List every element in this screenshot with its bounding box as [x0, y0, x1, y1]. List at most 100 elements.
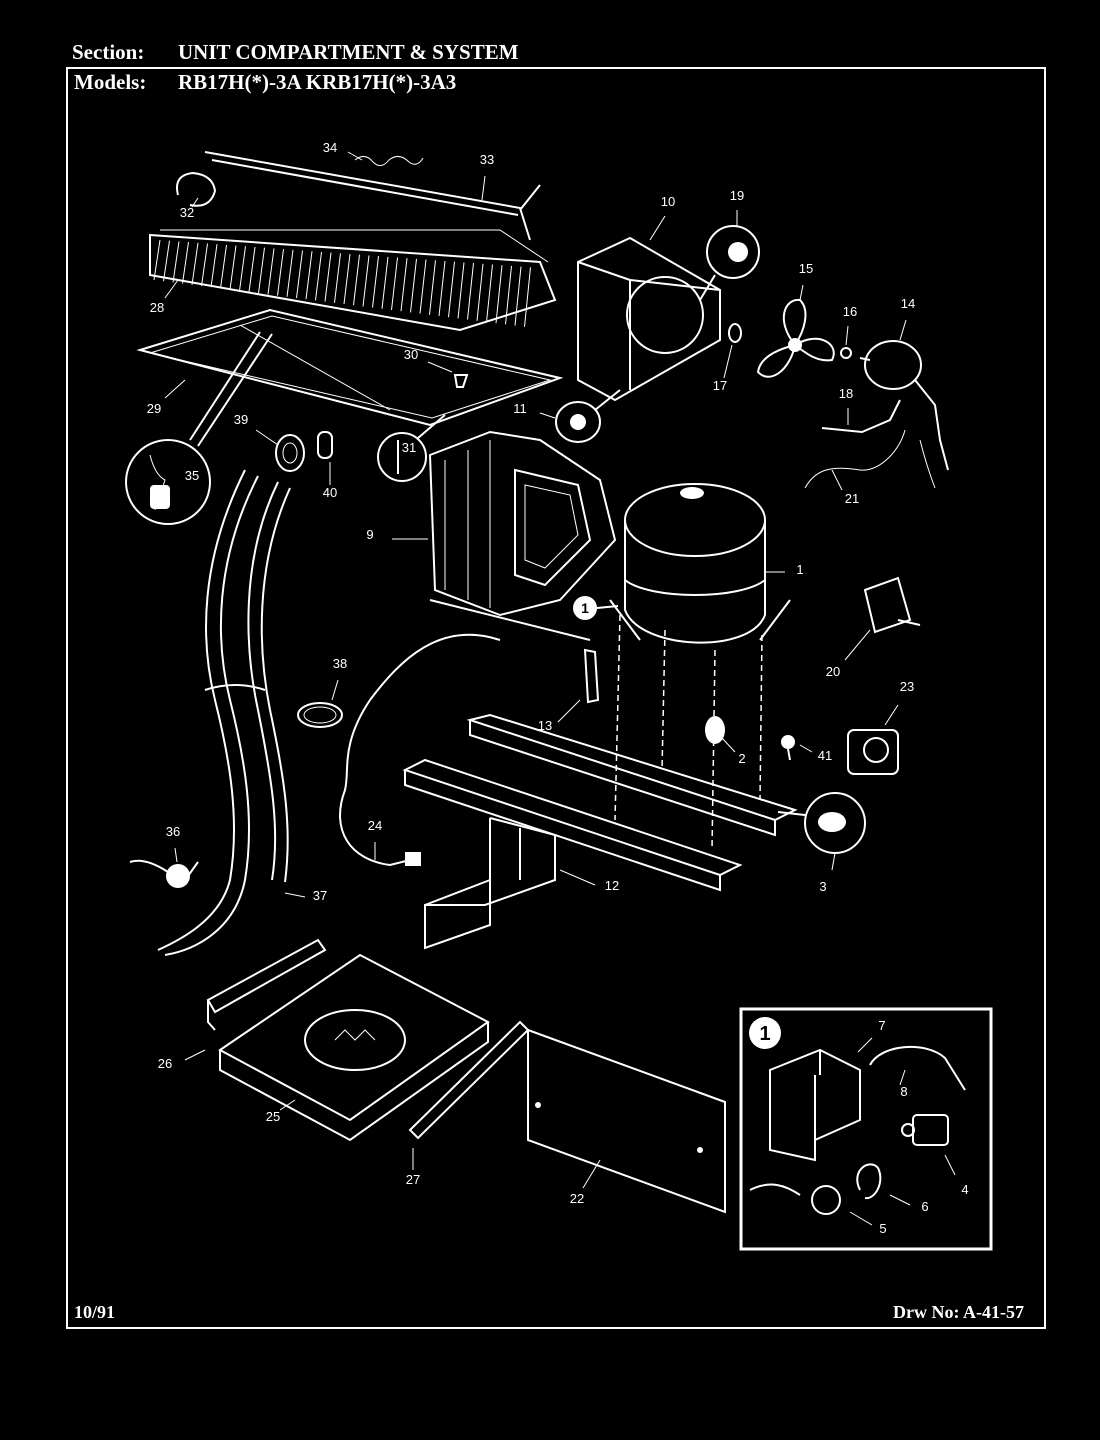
part-21-harness — [804, 429, 906, 489]
callout-19: 19 — [730, 188, 744, 203]
callout-25: 25 — [266, 1109, 280, 1124]
callout-29: 29 — [147, 401, 161, 416]
part-9-shroud — [428, 430, 617, 641]
part-26-pan-rail — [206, 938, 327, 1031]
callout-26: 26 — [158, 1056, 172, 1071]
part-20-relay — [863, 576, 921, 634]
callout-33-leader — [481, 175, 486, 201]
callout-labels: 1239101112131415161718192021222324252627… — [147, 140, 969, 1236]
callout-34-leader — [347, 151, 363, 161]
callout-41: 41 — [818, 748, 832, 763]
inset-callout-7-leader — [857, 1037, 873, 1053]
part-41-screw — [781, 735, 795, 761]
callout-24: 24 — [368, 818, 382, 833]
callout-30: 30 — [404, 347, 418, 362]
callout-26-leader — [184, 1049, 206, 1061]
callout-23: 23 — [900, 679, 914, 694]
callout-10: 10 — [661, 194, 675, 209]
callout-3: 3 — [819, 879, 826, 894]
drawing-frame — [66, 67, 1046, 1329]
callout-28-leader — [164, 279, 179, 299]
callout-39: 39 — [234, 412, 248, 427]
part-17-clip — [728, 323, 742, 343]
callout-22-leader — [582, 1159, 601, 1189]
mounting-rails — [402, 713, 798, 892]
inset-callout-4-leader — [944, 1154, 956, 1176]
svg-text:1: 1 — [759, 1023, 770, 1045]
callout-25-leader — [279, 1099, 296, 1111]
callout-13-leader — [557, 699, 581, 723]
inset-callout-6-leader — [889, 1194, 911, 1206]
inset-callout-8: 8 — [900, 1084, 907, 1099]
detail-inset: 1 — [739, 1007, 993, 1251]
callout-14-leader — [899, 319, 907, 341]
callout-12-leader — [559, 869, 596, 886]
callout-36-leader — [174, 847, 178, 863]
callout-34: 34 — [323, 140, 337, 155]
part-24-cord — [339, 633, 501, 867]
part-12-bracket — [424, 817, 556, 950]
callout-22: 22 — [570, 1191, 584, 1206]
inset-callout-8-leader — [899, 1069, 906, 1086]
callout-2-leader — [721, 737, 736, 753]
part-10-fan-shroud — [577, 236, 721, 402]
callout-10-leader — [649, 215, 666, 241]
drawing-number: Drw No: A-41-57 — [893, 1302, 1024, 1322]
models-value: RB17H(*)-3A KRB17H(*)-3A3 — [178, 70, 457, 94]
callout-27: 27 — [406, 1172, 420, 1187]
part-19-grommet — [699, 225, 760, 301]
inset-callout-5: 5 — [879, 1221, 886, 1236]
part-39-grommet — [275, 434, 305, 472]
callout-31: 31 — [402, 440, 416, 455]
callout-33: 33 — [480, 152, 494, 167]
inset-callout-5-leader — [849, 1211, 873, 1226]
inset-callout-6: 6 — [921, 1199, 928, 1214]
part-34-wire — [354, 156, 424, 166]
part-18-bracket — [821, 399, 901, 434]
callout-21-leader — [831, 469, 843, 491]
callout-14: 14 — [901, 296, 915, 311]
callout-3-leader — [831, 852, 836, 871]
section-label: Section: — [72, 40, 145, 64]
section-title: UNIT COMPARTMENT & SYSTEM — [178, 40, 519, 64]
part-32-clip — [176, 171, 217, 207]
callout-41-leader — [799, 744, 813, 753]
callout-38: 38 — [333, 656, 347, 671]
callout-15-leader — [799, 284, 804, 301]
callout-32-leader — [191, 197, 199, 208]
revision-date: 10/91 — [74, 1302, 116, 1322]
part-13-capacitor — [583, 648, 600, 704]
callout-29-leader — [164, 379, 186, 399]
callout-20: 20 — [826, 664, 840, 679]
callout-21: 21 — [845, 491, 859, 506]
models-label: Models: — [74, 70, 147, 94]
callout-35: 35 — [185, 468, 199, 483]
callout-11: 11 — [513, 401, 527, 416]
inset-callout-7: 7 — [878, 1018, 885, 1033]
part-37-tubes — [157, 469, 291, 956]
callout-28: 28 — [150, 300, 164, 315]
callout-37: 37 — [313, 888, 327, 903]
callout-16-leader — [845, 325, 849, 346]
part-29-plate — [136, 308, 564, 427]
callout-38-leader — [331, 679, 339, 701]
part-2-grommet — [705, 716, 725, 744]
part-14-motor — [859, 340, 949, 471]
callout-36: 36 — [166, 824, 180, 839]
part-23-timer — [847, 729, 899, 775]
callout-1: 1 — [796, 562, 803, 577]
inset-callout-4: 4 — [961, 1182, 968, 1197]
callout-2: 2 — [738, 751, 745, 766]
part-36-valve — [129, 859, 199, 888]
callout-12: 12 — [605, 878, 619, 893]
callout-32: 32 — [180, 205, 194, 220]
callout-9: 9 — [366, 527, 373, 542]
part-31-detail — [377, 414, 446, 482]
callout-37-leader — [284, 892, 306, 898]
part-35-detail — [125, 331, 273, 525]
part-33-tube — [204, 151, 541, 241]
callout-13: 13 — [538, 718, 552, 733]
callout-20-leader — [844, 629, 871, 661]
callout-18: 18 — [839, 386, 853, 401]
